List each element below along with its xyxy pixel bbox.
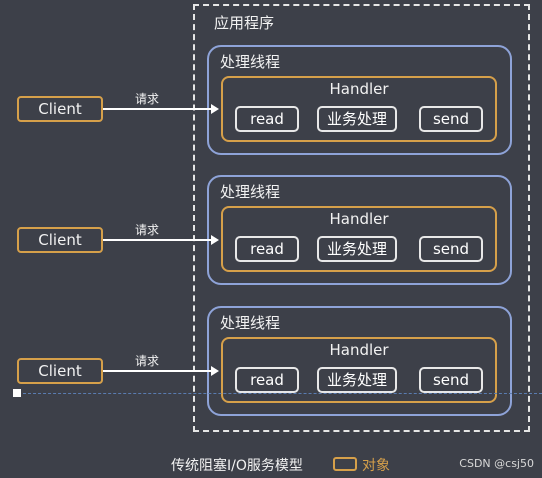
- thread-label: 处理线程: [220, 53, 281, 71]
- handler-box: Handler read 业务处理 send: [221, 76, 497, 142]
- request-arrow-1: [103, 104, 219, 114]
- send-op: send: [419, 367, 483, 393]
- legend-label: 对象: [362, 458, 390, 474]
- read-op: read: [235, 106, 299, 132]
- request-arrow-3: [103, 366, 219, 376]
- watermark: CSDN @csj50: [459, 457, 534, 470]
- legend-swatch: [333, 457, 357, 471]
- client-2: Client: [17, 227, 103, 253]
- handler-label: Handler: [329, 80, 389, 98]
- processing-thread-2: 处理线程 Handler read 业务处理 send: [207, 175, 512, 285]
- resize-handle[interactable]: [13, 389, 21, 397]
- request-label-2: 请求: [135, 223, 160, 237]
- handler-box: Handler read 业务处理 send: [221, 337, 497, 403]
- application-boundary: [193, 4, 530, 432]
- handler-label: Handler: [329, 341, 389, 359]
- handler-label: Handler: [329, 210, 389, 228]
- business-op: 业务处理: [317, 367, 397, 393]
- send-op: send: [419, 236, 483, 262]
- business-op: 业务处理: [317, 236, 397, 262]
- guide-line: [18, 393, 542, 394]
- send-op: send: [419, 106, 483, 132]
- application-title: 应用程序: [214, 14, 275, 32]
- read-op: read: [235, 367, 299, 393]
- thread-label: 处理线程: [220, 183, 281, 201]
- client-1: Client: [17, 96, 103, 122]
- client-3: Client: [17, 358, 103, 384]
- read-op: read: [235, 236, 299, 262]
- handler-box: Handler read 业务处理 send: [221, 206, 497, 272]
- request-label-3: 请求: [135, 354, 160, 368]
- thread-label: 处理线程: [220, 314, 281, 332]
- processing-thread-3: 处理线程 Handler read 业务处理 send: [207, 306, 512, 416]
- diagram-caption: 传统阻塞I/O服务模型: [171, 458, 303, 474]
- business-op: 业务处理: [317, 106, 397, 132]
- processing-thread-1: 处理线程 Handler read 业务处理 send: [207, 45, 512, 155]
- request-label-1: 请求: [135, 92, 160, 106]
- request-arrow-2: [103, 235, 219, 245]
